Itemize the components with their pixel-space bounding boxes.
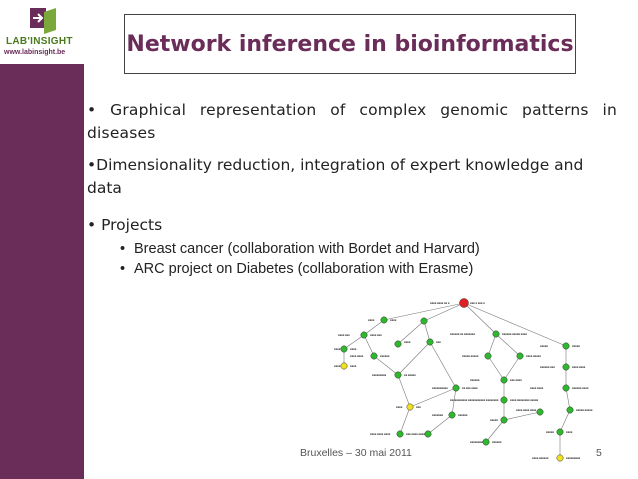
svg-text:■■■■ ■■■■ ■■ ■: ■■■■ ■■■■ ■■ ■	[430, 302, 450, 305]
svg-text:■■■■: ■■■■	[390, 319, 397, 322]
svg-text:■■■ ■■■■: ■■■ ■■■■	[510, 379, 522, 382]
svg-text:■■■■ ■■■■ ■■■■: ■■■■ ■■■■ ■■■■	[516, 409, 537, 412]
bullet-graphical: • Graphical representation of complex ge…	[87, 101, 617, 142]
network-labels: ■■■■ ■■■■ ■■ ■■■■ ■ ■■■ ■ ■■■■■■■■ ■■■■ …	[334, 302, 593, 460]
svg-text:■■■■: ■■■■	[404, 341, 411, 344]
slide-title: Network inference in bioinformatics	[126, 31, 574, 57]
svg-text:■■■■■■ ■■■: ■■■■■■ ■■■	[540, 366, 555, 369]
svg-text:■■■■■: ■■■■■	[546, 431, 554, 434]
sub-bullet-dot: •	[120, 261, 126, 277]
sidebar-band: LAB'INSIGHT www.labinsight.be	[0, 0, 84, 479]
svg-text:■■■■■■ ■■■■: ■■■■■■ ■■■■	[572, 387, 589, 390]
footer-location-date: Bruxelles – 30 mai 2011	[300, 447, 412, 459]
svg-text:■■■: ■■■	[436, 341, 441, 344]
svg-text:■■■■ ■■■■: ■■■■ ■■■■	[572, 366, 586, 369]
svg-text:■■■■ ■■■■■■: ■■■■ ■■■■■■	[532, 457, 549, 460]
svg-text:■■■■■■■■■■■ ■■■■■■■■■■■ ■■■■■■: ■■■■■■■■■■■ ■■■■■■■■■■■ ■■■■■■■■	[450, 399, 499, 402]
svg-text:■■■■: ■■■■	[334, 348, 341, 351]
svg-text:■■■■: ■■■■	[334, 365, 341, 368]
svg-text:■■■■■ ■■■■■: ■■■■■ ■■■■■	[462, 355, 479, 358]
svg-text:■■■■■■ ■■■■■ ■■■■: ■■■■■■ ■■■■■ ■■■■	[502, 333, 527, 336]
svg-text:■■■■■■■■■: ■■■■■■■■■	[372, 374, 387, 377]
svg-text:■■■■: ■■■■	[368, 319, 375, 322]
page-number: 5	[596, 447, 602, 459]
sub-bullet-breast-cancer: • Breast cancer (collaboration with Borde…	[120, 241, 480, 257]
svg-text:■■■■ ■■■■■■■■ ■■■■■: ■■■■ ■■■■■■■■ ■■■■■	[510, 399, 539, 402]
svg-text:■■■■■: ■■■■■	[572, 345, 580, 348]
svg-text:■■■■: ■■■■	[566, 431, 573, 434]
logo-url: www.labinsight.be	[4, 49, 66, 56]
svg-text:■■■■ ■■■■ ■■■■: ■■■■ ■■■■ ■■■■	[370, 433, 391, 436]
svg-text:■■■■■: ■■■■■	[540, 345, 548, 348]
svg-text:■■■■ ■■■: ■■■■ ■■■	[370, 334, 382, 337]
svg-text:■■■: ■■■	[416, 406, 421, 409]
network-nodes	[340, 298, 574, 462]
svg-text:■■■■ ■■■■: ■■■■ ■■■■	[530, 387, 544, 390]
svg-text:■■■■■■■■■■: ■■■■■■■■■■	[432, 387, 448, 390]
bullet-dimensionality: •Dimensionality reduction, integration o…	[87, 156, 584, 197]
svg-text:■■■■■■: ■■■■■■	[470, 379, 480, 382]
svg-text:■■■■■■■: ■■■■■■■	[432, 414, 443, 417]
svg-text:■■■■■■■■■: ■■■■■■■■■	[470, 441, 485, 444]
sub-bullet-dot: •	[120, 241, 126, 257]
svg-text:■■■■■: ■■■■■	[490, 419, 498, 422]
svg-text:■■■■■■: ■■■■■■	[380, 355, 390, 358]
logo-name: LAB'INSIGHT	[6, 36, 73, 47]
network-graph: ■■■■ ■■■■ ■■ ■■■■ ■ ■■■ ■ ■■■■■■■■ ■■■■ …	[334, 298, 593, 462]
svg-text:■■■■ ■■■: ■■■■ ■■■	[338, 334, 350, 337]
svg-text:■■■ ■ ■■■ ■: ■■■ ■ ■■■ ■	[470, 302, 485, 305]
sub-bullet-text: ARC project on Diabetes (collaboration w…	[134, 261, 474, 277]
svg-text:■■■■ ■■■■: ■■■■ ■■■■	[350, 355, 364, 358]
svg-text:■■■■■■ ■■ ■■■■■■■: ■■■■■■ ■■ ■■■■■■■	[450, 333, 475, 336]
svg-text:■■ ■■■■■: ■■ ■■■■■	[404, 374, 416, 377]
title-box: Network inference in bioinformatics	[124, 14, 576, 74]
network-edges	[343, 302, 571, 458]
svg-text:■■■■: ■■■■	[350, 365, 357, 368]
bullet-projects: • Projects	[87, 216, 163, 234]
svg-text:■■ ■■■ ■■■■: ■■ ■■■ ■■■■	[462, 387, 478, 390]
svg-text:■■■■ ■■■■■: ■■■■ ■■■■■	[526, 355, 541, 358]
svg-text:■■■■: ■■■■	[350, 348, 357, 351]
svg-text:■■■■■■: ■■■■■■	[458, 414, 468, 417]
logo-icon	[30, 8, 56, 34]
logo: LAB'INSIGHT www.labinsight.be	[0, 0, 84, 64]
sub-bullet-text: Breast cancer (collaboration with Bordet…	[134, 241, 480, 257]
sub-bullet-diabetes: • ARC project on Diabetes (collaboration …	[120, 261, 473, 277]
svg-text:■■■■■■: ■■■■■■	[492, 441, 502, 444]
svg-text:■■■■: ■■■■	[396, 406, 403, 409]
svg-text:■■■■■ ■■■■■: ■■■■■ ■■■■■	[576, 409, 593, 412]
svg-text:■■■ ■■■■ ■■■■■■: ■■■ ■■■■ ■■■■■■	[406, 433, 428, 436]
svg-text:■■■■■■■■■: ■■■■■■■■■	[566, 457, 581, 460]
